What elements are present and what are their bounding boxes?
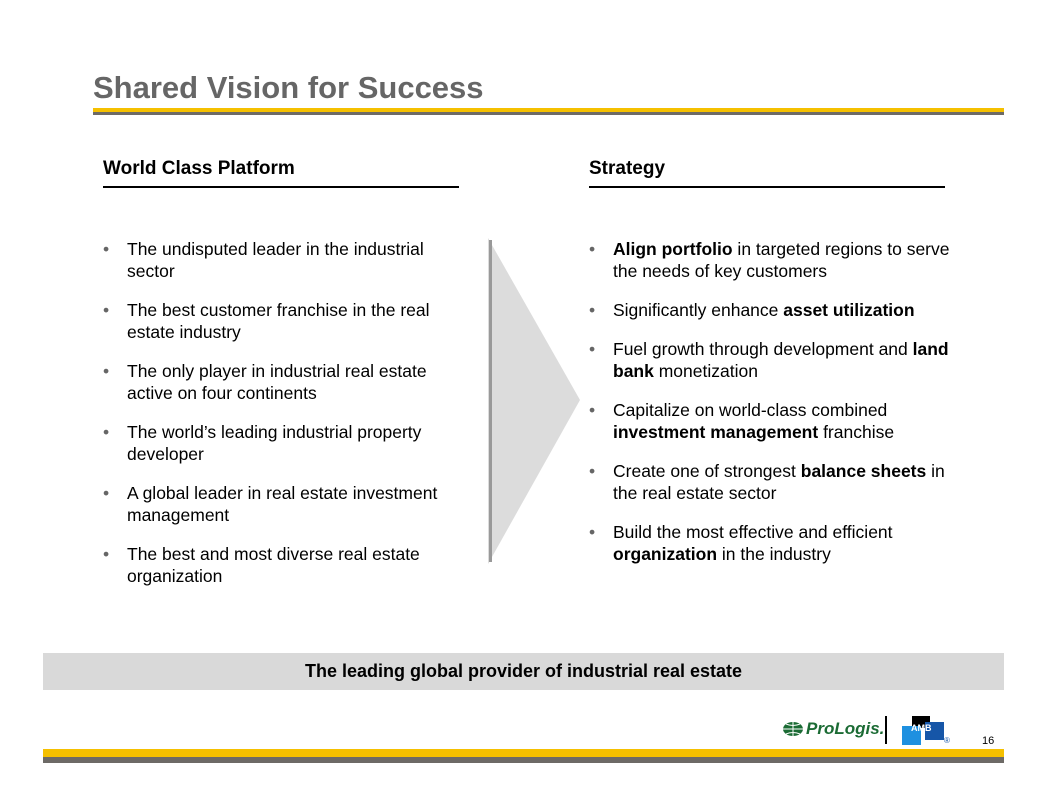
- item-bold: investment management: [613, 422, 819, 442]
- item-bold: asset utilization: [783, 300, 915, 320]
- list-item: • The best and most diverse real estate o…: [103, 543, 463, 587]
- bullet-icon: •: [103, 422, 110, 442]
- item-text: The only player in industrial real estat…: [127, 361, 427, 403]
- bullet-icon: •: [103, 483, 110, 503]
- item-text: The world’s leading industrial property …: [127, 422, 422, 464]
- list-item: •Build the most effective and efficient …: [589, 521, 959, 565]
- amb-text: AMB: [911, 723, 932, 733]
- tagline-banner: The leading global provider of industria…: [43, 653, 1004, 690]
- bullet-icon: •: [103, 361, 110, 381]
- list-item: • Align portfolio in targeted regions to …: [589, 238, 959, 282]
- list-item: • Capitalize on world-class combined inve…: [589, 399, 959, 443]
- item-pre: Capitalize on world-class combined: [613, 400, 888, 420]
- right-bullet-list: • Align portfolio in targeted regions to …: [589, 238, 959, 582]
- bullet-icon: •: [589, 300, 596, 320]
- list-item: • The undisputed leader in the industrial…: [103, 238, 463, 282]
- right-heading: Strategy: [589, 158, 945, 188]
- item-post: franchise: [818, 422, 895, 442]
- slide-title: Shared Vision for Success: [93, 70, 484, 105]
- left-heading: World Class Platform: [103, 158, 459, 188]
- bullet-icon: •: [589, 339, 596, 359]
- item-text: A global leader in real estate investmen…: [127, 483, 438, 525]
- item-post: in the industry: [717, 544, 831, 564]
- item-pre: Create one of strongest: [613, 461, 801, 481]
- left-bullet-list: • The undisputed leader in the industrial…: [103, 238, 463, 604]
- item-text: The best and most diverse real estate or…: [127, 544, 420, 586]
- logo-separator: [885, 716, 887, 744]
- globe-icon: [783, 722, 803, 736]
- list-item: • The best customer franchise in the real…: [103, 299, 463, 343]
- page-number: 16: [982, 735, 995, 747]
- item-pre: Build the most effective and efficient: [613, 522, 893, 542]
- chevron-arrow-icon: [488, 238, 580, 564]
- bullet-icon: •: [589, 522, 596, 542]
- item-bold: Align portfolio: [613, 239, 733, 259]
- item-text: The best customer franchise in the real …: [127, 300, 430, 342]
- list-item: • Fuel growth through development and lan…: [589, 338, 959, 382]
- item-pre: Significantly enhance: [613, 300, 784, 320]
- list-item: • The world’s leading industrial property…: [103, 421, 463, 465]
- list-item: • A global leader in real estate investme…: [103, 482, 463, 526]
- item-post: in targeted regions to serve the needs o…: [613, 239, 950, 281]
- bullet-icon: •: [589, 239, 596, 259]
- list-item: •Create one of strongest balance sheets …: [589, 460, 959, 504]
- item-pre: Fuel growth through development and: [613, 339, 913, 359]
- title-rule-gray: [93, 112, 1004, 115]
- list-item: • Significantly enhance asset utilization: [589, 299, 959, 321]
- prologis-logo: ProLogis.: [782, 719, 884, 739]
- item-bold: organization: [613, 544, 718, 564]
- item-text: The undisputed leader in the industrial …: [127, 239, 424, 281]
- bullet-icon: •: [103, 239, 110, 259]
- item-bold: land bank: [613, 339, 949, 381]
- footer-rule-gray: [43, 757, 1004, 763]
- footer-rule-yellow: [43, 749, 1004, 757]
- bullet-icon: •: [589, 461, 596, 481]
- bullet-icon: •: [589, 400, 596, 420]
- list-item: • The only player in industrial real esta…: [103, 360, 463, 404]
- item-bold: balance sheets: [800, 461, 927, 481]
- prologis-text: ProLogis.: [806, 719, 885, 738]
- title-rule-yellow: [93, 108, 1004, 112]
- item-post: monetization: [653, 361, 758, 381]
- item-post: in the real estate sector: [613, 461, 945, 503]
- registered-mark: ®: [944, 736, 950, 745]
- bullet-icon: •: [103, 544, 110, 564]
- amb-logo: AMB ®: [902, 716, 952, 746]
- bullet-icon: •: [103, 300, 110, 320]
